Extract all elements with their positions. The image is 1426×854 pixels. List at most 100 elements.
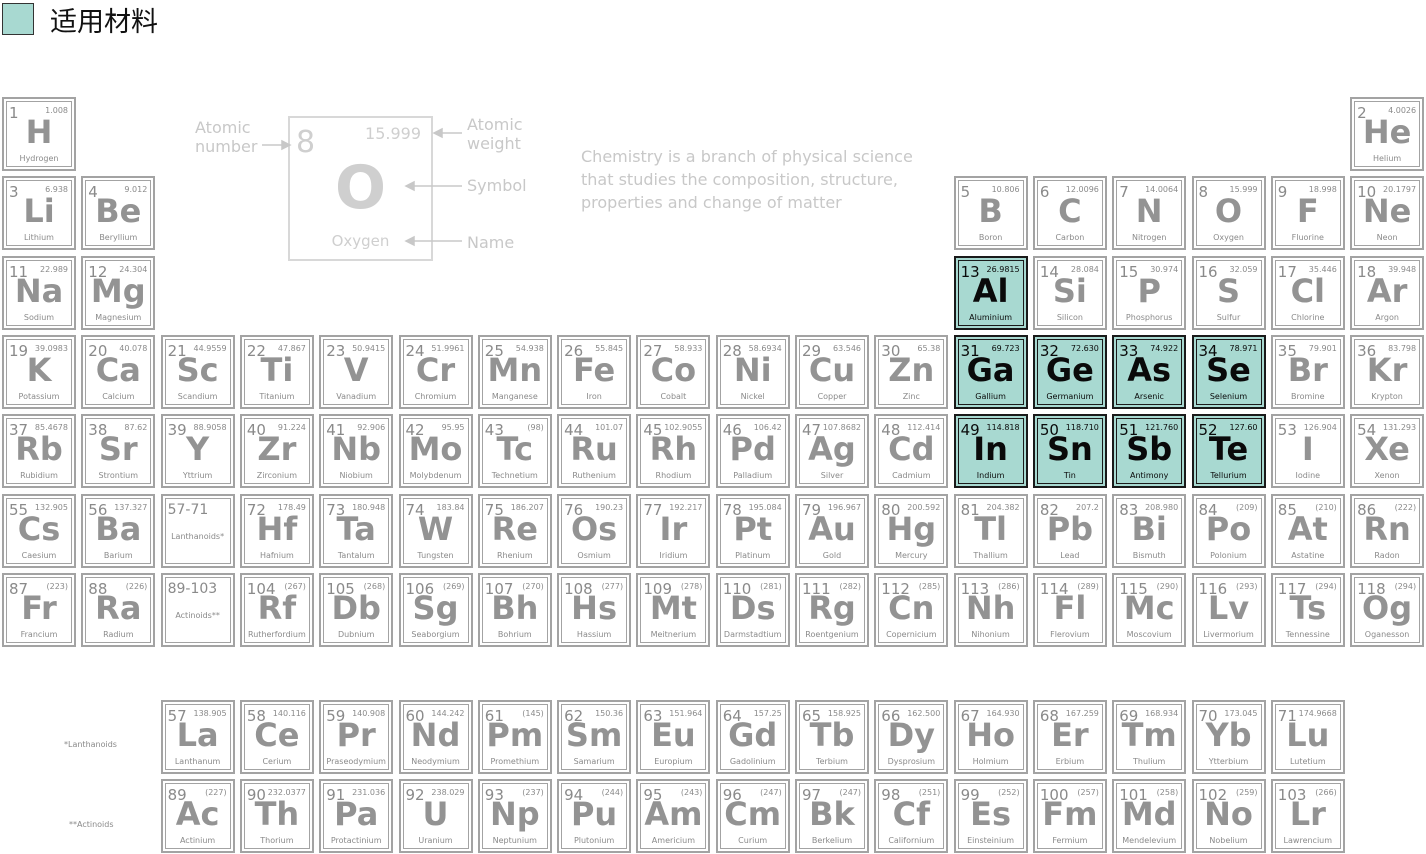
atomic-weight: 178.49: [277, 502, 306, 512]
name: Flerovium: [1050, 629, 1090, 639]
atomic-weight: 232.0377: [267, 788, 306, 797]
symbol: Cn: [888, 588, 935, 627]
name: Copper: [817, 391, 847, 401]
atomic-weight: 208.980: [1145, 502, 1179, 512]
symbol: Pd: [729, 430, 776, 469]
symbol: At: [1287, 509, 1328, 548]
atomic-weight: (282): [839, 581, 861, 591]
symbol: Sc: [176, 350, 219, 389]
atomic-number: 66: [881, 707, 901, 725]
atomic-number: 91: [326, 786, 346, 804]
name: Europium: [654, 757, 693, 766]
actinoids-label: **Actinoids: [69, 820, 114, 829]
atomic-number: 108: [564, 579, 593, 598]
name: Bohrium: [497, 629, 532, 639]
atomic-weight: 24.304: [119, 264, 148, 274]
atomic-number: 107: [484, 579, 514, 598]
name: Dysprosium: [887, 757, 935, 766]
symbol: Bi: [1131, 509, 1167, 548]
atomic-weight: 14.0064: [1145, 185, 1179, 195]
atomic-weight: 180.948: [352, 502, 386, 512]
atomic-number: 24: [405, 341, 425, 360]
name: Seaborgium: [411, 629, 460, 639]
atomic-number: 64: [722, 707, 742, 725]
name: Curium: [738, 836, 768, 845]
symbol: He: [1362, 113, 1412, 151]
symbol: Nd: [410, 716, 461, 754]
atomic-weight: 106.42: [753, 423, 782, 433]
atomic-number: 13: [960, 262, 980, 281]
symbol: Os: [570, 509, 618, 548]
atomic-weight: (266): [1315, 788, 1337, 797]
atomic-weight: (243): [680, 788, 703, 797]
atomic-weight: (258): [1156, 788, 1179, 797]
symbol: Gd: [728, 716, 778, 754]
symbol: W: [417, 509, 454, 548]
name: Cerium: [262, 757, 292, 766]
atomic-number: 14: [1039, 262, 1059, 281]
name: Neon: [1376, 233, 1398, 243]
atomic-weight: (278): [680, 581, 703, 591]
atomic-number: 68: [1039, 707, 1059, 725]
atomic-weight: 140.908: [352, 709, 386, 718]
symbol: In: [973, 430, 1008, 469]
symbol: Ir: [659, 509, 688, 548]
atomic-weight: 79.901: [1308, 343, 1337, 353]
key-label-name: Name: [467, 233, 515, 252]
atomic-number: 11: [9, 262, 29, 281]
symbol: Ce: [254, 716, 300, 754]
key-name: Oxygen: [331, 232, 390, 250]
symbol: Y: [186, 430, 210, 469]
atomic-weight: 168.934: [1145, 709, 1179, 718]
symbol: Sg: [412, 588, 459, 627]
atomic-weight: (244): [601, 788, 624, 797]
name: Oganesson: [1364, 629, 1410, 639]
atomic-number: 78: [722, 500, 742, 519]
atomic-weight: 87.62: [124, 423, 148, 433]
atomic-weight: 47.867: [277, 343, 306, 353]
symbol: B: [978, 192, 1003, 231]
atomic-weight: 190.23: [595, 502, 624, 512]
symbol: F: [1296, 192, 1319, 231]
name: Fluorine: [1291, 233, 1324, 243]
symbol: Ta: [336, 509, 376, 548]
symbol: Bh: [491, 588, 539, 627]
atomic-number: 92: [405, 786, 425, 804]
symbol: Ni: [733, 350, 772, 389]
atomic-number: 117: [1277, 579, 1307, 598]
atomic-weight: (237): [522, 788, 544, 797]
atomic-number: 81: [960, 500, 980, 519]
symbol: Ts: [1289, 588, 1327, 627]
atomic-number: 40: [246, 421, 266, 440]
atomic-number: 8: [1198, 183, 1209, 202]
symbol: Ho: [966, 716, 1015, 754]
atomic-weight: (223): [46, 581, 68, 591]
name: Mendelevium: [1122, 836, 1177, 845]
atomic-number: 79: [802, 500, 822, 519]
